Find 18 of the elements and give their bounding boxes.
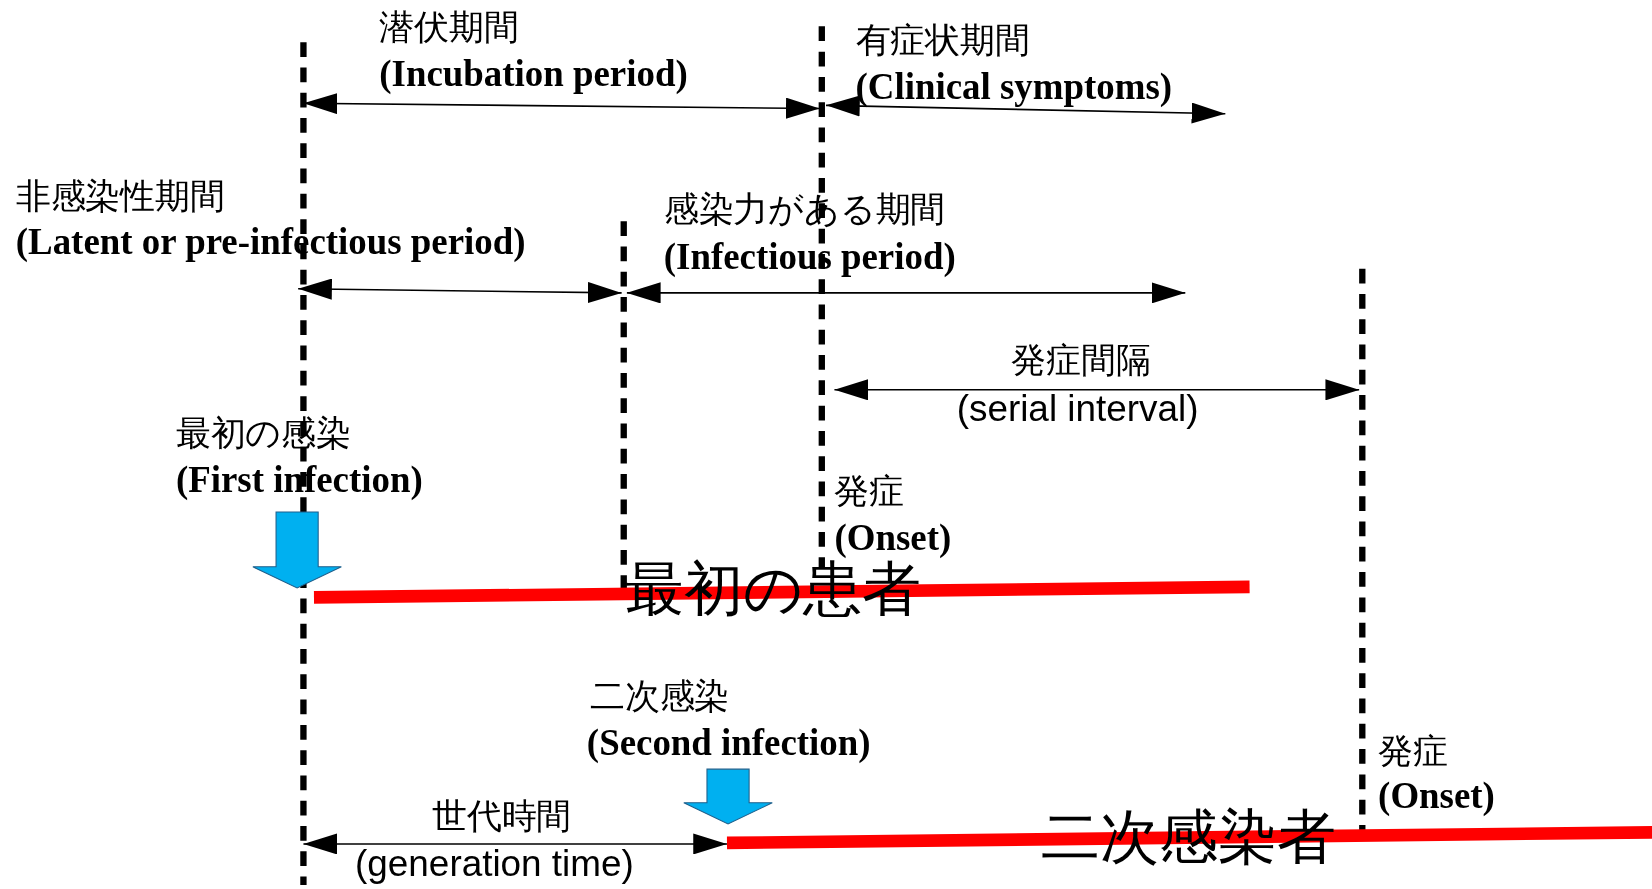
event-label: 発症 [1378,732,1448,771]
period-label: 有症状期間 [855,21,1030,60]
event-label: (Onset) [834,518,952,559]
event-label: 発症 [834,472,904,511]
interval-label: (generation time) [355,842,634,884]
interval-label: (serial interval) [956,388,1199,430]
period-label: 潜伏期間 [379,8,519,47]
event-label: 二次感染 [590,677,730,716]
event-label: (Onset) [1378,776,1495,818]
interval-label: 発症間隔 [1011,341,1151,380]
period-label: 非感染性期間 [15,177,225,216]
period-label: (Infectious period) [663,237,956,278]
event-label: (Second infection) [586,723,871,765]
period-label: (Latent or pre-infectious period) [15,222,526,263]
period-label: (Incubation period) [379,54,688,96]
interval-label: 世代時間 [432,797,572,836]
period-label: (Clinical symptoms) [855,67,1173,108]
event-label: (First infection) [175,460,423,501]
